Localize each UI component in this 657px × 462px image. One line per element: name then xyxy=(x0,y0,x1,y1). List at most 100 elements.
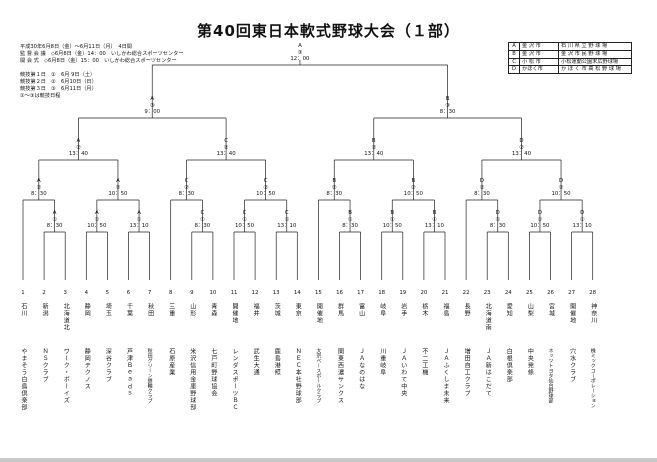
team-name: 静岡テクノス xyxy=(83,348,91,390)
team-number: 20 xyxy=(420,290,428,296)
team-number: 16 xyxy=(336,290,343,296)
team-prefecture: 三重 xyxy=(167,303,175,317)
match-label-r2_2: A ② 10：50 xyxy=(108,178,128,198)
team-prefecture: 群馬 xyxy=(336,303,344,317)
team-number: 15 xyxy=(314,290,322,296)
team-name: ＮＳクラブ xyxy=(41,348,49,383)
match-label-r1_5: C ① 10：50 xyxy=(234,210,255,230)
match-label-r1_12: D ① 13：10 xyxy=(572,210,592,230)
team-prefecture: 岐阜 xyxy=(378,303,386,317)
team-number: 6 xyxy=(126,290,131,296)
team-prefecture: 福井 xyxy=(252,303,260,317)
match-label-qf4: D ② 13：40 xyxy=(511,138,532,158)
team-number: 2 xyxy=(42,290,46,296)
match-label-final: A ③ 12：00 xyxy=(290,43,310,63)
match-label-r1_1: A ① 8：30 xyxy=(46,210,63,230)
team-name: 武生大通 xyxy=(252,348,260,376)
match-label-r1_10: D ① 8：30 xyxy=(489,210,506,230)
match-label-qf1: A ② 13：40 xyxy=(68,138,88,158)
team-prefecture: 新潟 xyxy=(41,303,49,317)
match-label-r1_8: B ① 10：50 xyxy=(382,210,402,230)
team-name: ＪＡいわて中央 xyxy=(399,348,407,397)
team-name: 増田自工クラブ xyxy=(463,348,471,397)
team-number: 28 xyxy=(589,290,597,296)
info-period: 平成30年6月8日（金）～6月11日（月） 4日間 xyxy=(20,44,132,50)
team-name: 白根倶楽部 xyxy=(505,348,513,383)
team-number: 7 xyxy=(147,290,152,296)
team-number: 18 xyxy=(378,290,386,296)
info-day2: 競技第２日 ② 6月10日（日） xyxy=(20,79,97,85)
match-label-r2_5: B ② 8：30 xyxy=(326,178,343,198)
team-name: ネッツトヨタ仙台野球部 xyxy=(547,348,554,403)
team-prefecture: 東京 xyxy=(294,303,302,317)
team-number: 9 xyxy=(190,290,194,296)
team-name: 深谷クラブ xyxy=(104,348,112,383)
team-number: 24 xyxy=(504,290,512,296)
info-note: ①～③は競技日程 xyxy=(20,93,61,99)
match-label-r1_7: B ① 8：30 xyxy=(342,210,358,230)
team-name: 芦津Ｂｅａｄｓ xyxy=(125,348,133,397)
team-number: 8 xyxy=(168,290,173,296)
page-title: 第40回東日本軟式野球大会（１部） xyxy=(197,22,460,40)
team-number: 4 xyxy=(84,290,89,296)
team-name: 株ミックコーポレーション xyxy=(589,348,596,408)
team-number: 22 xyxy=(462,290,470,296)
team-name: ＪＡ新はこだて xyxy=(484,348,492,397)
team-number: 13 xyxy=(272,290,280,296)
team-prefecture: 北海道北 xyxy=(62,303,70,331)
team-number: 27 xyxy=(568,290,576,296)
team-number: 14 xyxy=(293,290,301,296)
team-prefecture: 富山 xyxy=(357,303,365,317)
info-day3: 競技第３日 ③ 6月11日（月） xyxy=(20,86,97,92)
team-number: 1 xyxy=(21,290,25,296)
team-number: 3 xyxy=(63,290,67,296)
team-prefecture: 山形 xyxy=(188,303,196,317)
match-label-r2_4: C ② 10：50 xyxy=(256,178,276,198)
team-prefecture: 静岡 xyxy=(83,303,91,317)
match-label-qf3: B ② 13：40 xyxy=(364,138,384,158)
team-prefecture: 青森 xyxy=(209,303,217,317)
team-prefecture: 茨城 xyxy=(273,303,281,317)
team-name: 穴水クラブ xyxy=(568,348,576,383)
match-label-r2_8: D ② 10：50 xyxy=(551,178,571,198)
info-day1: 競技第１日 ① 6月 9日（土） xyxy=(20,72,96,78)
team-number: 11 xyxy=(230,290,238,296)
team-prefecture: 宮城 xyxy=(547,303,555,317)
team-prefecture: 石川 xyxy=(20,303,27,317)
team-name: ＪＡなのはな xyxy=(357,348,365,390)
team-prefecture: 岩手 xyxy=(399,303,407,317)
team-name: ＮＥＣ本社野球部 xyxy=(294,348,302,404)
team-prefecture: 埼玉 xyxy=(104,303,112,317)
team-name: 米沢信用金庫野球部 xyxy=(188,348,196,411)
team-name: ＪＡふくしま未来 xyxy=(442,348,449,404)
match-label-r1_6: C ① 13：10 xyxy=(277,210,297,230)
team-prefecture: 開催地 xyxy=(568,303,576,324)
team-prefecture: 愛知 xyxy=(505,303,513,317)
team-prefecture: 長野 xyxy=(463,303,471,317)
match-label-sfL: A ③ 9：00 xyxy=(144,96,161,116)
team-number: 19 xyxy=(399,290,407,296)
match-label-r1_11: D ① 10：50 xyxy=(530,210,550,230)
team-number: 10 xyxy=(209,290,217,296)
footer-rule xyxy=(0,458,657,462)
match-label-r2_1: A ② 8：30 xyxy=(30,178,47,198)
team-name: レンダスポーツＢＣ xyxy=(231,348,238,411)
team-name: 中央発條 xyxy=(526,348,534,376)
team-name: 川重岐阜 xyxy=(378,348,386,376)
match-label-r1_2: A ① 10：50 xyxy=(87,210,107,230)
team-name: 関東西濃サンクス xyxy=(336,348,344,404)
info-opening: 開 会 式 ◇6月8日（金）15：00 いしかわ総合スポーツセンター xyxy=(20,58,177,64)
team-prefecture: 北海道南 xyxy=(484,303,492,331)
team-prefecture: 福島 xyxy=(442,303,449,317)
team-number: 12 xyxy=(251,290,259,296)
team-prefecture: 千葉 xyxy=(125,303,133,317)
team-prefecture: 神奈川 xyxy=(589,303,597,324)
match-label-r2_3: C ② 8：30 xyxy=(178,178,195,198)
team-prefecture: 栃木 xyxy=(420,303,428,317)
team-prefecture: 開催地 xyxy=(231,303,238,324)
team-name: 大宗ベースボールクラブ xyxy=(315,348,322,403)
match-label-r1_3: A ① 13：10 xyxy=(129,210,149,230)
team-name: 石原産業 xyxy=(167,348,175,376)
